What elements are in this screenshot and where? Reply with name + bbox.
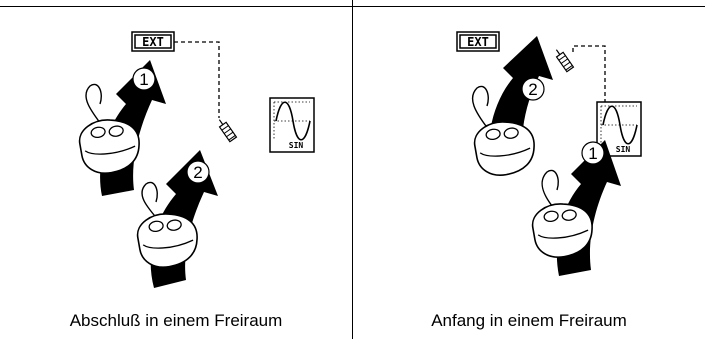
panel-left: EXT SIN (0, 0, 352, 339)
ext-node-icon: EXT (132, 32, 174, 51)
wiring-spool-icon (216, 117, 236, 141)
wire-dashed (174, 42, 219, 118)
sin-node-icon: SIN (270, 98, 314, 152)
ext-node-icon: EXT (457, 32, 499, 51)
caption-left: Abschluß in einem Freiraum (0, 311, 352, 331)
step-1-label: 1 (588, 144, 597, 163)
step-2-label: 2 (193, 163, 202, 182)
ext-label: EXT (142, 35, 164, 49)
mouse-icon (472, 117, 539, 179)
wiring-spool-icon (553, 47, 573, 71)
panel-right: EXT SIN (353, 0, 705, 339)
caption-right: Anfang in einem Freiraum (353, 311, 705, 331)
step-2-label: 2 (528, 80, 537, 99)
step-1-label: 1 (139, 70, 148, 89)
cable (473, 86, 489, 130)
wire-dashed (573, 46, 605, 102)
panel-right-illustration: EXT SIN (353, 0, 705, 339)
sin-label: SIN (616, 145, 631, 154)
sin-label: SIN (289, 141, 304, 150)
panel-left-illustration: EXT SIN (0, 0, 352, 339)
ext-label: EXT (467, 35, 489, 49)
